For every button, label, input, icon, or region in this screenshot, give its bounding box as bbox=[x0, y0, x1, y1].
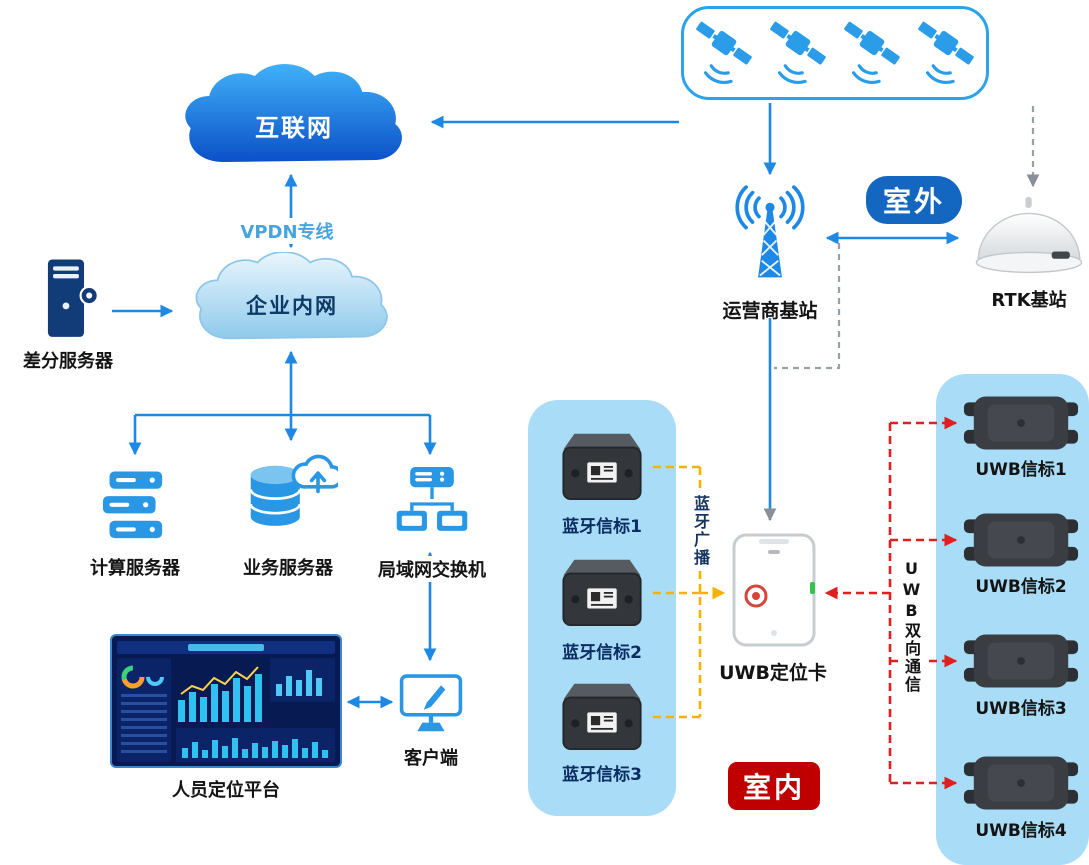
uwb-beacon-label: UWB信标3 bbox=[975, 699, 1067, 719]
internet-label: 互联网 bbox=[255, 114, 333, 142]
client-label: 客户端 bbox=[404, 748, 458, 769]
bluetooth-broadcast-label: 蓝牙广播 bbox=[687, 492, 713, 570]
rtk-station-icon bbox=[970, 194, 1088, 280]
business-server-label: 业务服务器 bbox=[243, 558, 333, 579]
uwb-card-label: UWB定位卡 bbox=[719, 662, 827, 684]
uwb-beacon-icon bbox=[962, 630, 1080, 692]
vpdn-link-label: VPDN专线 bbox=[236, 218, 338, 244]
bluetooth-beacon-label: 蓝牙信标3 bbox=[562, 765, 642, 785]
platform-label: 人员定位平台 bbox=[172, 780, 280, 801]
business-server-icon bbox=[238, 446, 338, 544]
cloud-shape bbox=[195, 252, 388, 340]
cloud-shape bbox=[185, 64, 402, 162]
uwb-beacon-icon bbox=[962, 392, 1080, 454]
bluetooth-beacon-label: 蓝牙信标1 bbox=[562, 517, 642, 537]
satellite-icon bbox=[838, 13, 906, 93]
platform-dashboard-preview bbox=[110, 634, 342, 768]
client-monitor-icon bbox=[398, 666, 464, 742]
indoor-zone-badge: 室内 bbox=[728, 762, 820, 810]
satellite-icon bbox=[764, 13, 832, 93]
bluetooth-beacon-icon bbox=[556, 550, 648, 634]
intranet-label: 企业内网 bbox=[246, 294, 338, 318]
dashed-rtk-elbow bbox=[774, 243, 841, 370]
bluetooth-beacon-label: 蓝牙信标2 bbox=[562, 643, 642, 663]
uwb-beacon-label: UWB信标4 bbox=[975, 821, 1067, 841]
uwb-two-way-label: UWB双向通信 bbox=[898, 556, 924, 697]
differential-server-label: 差分服务器 bbox=[23, 351, 113, 372]
lan-switch-label: 局域网交换机 bbox=[374, 556, 490, 582]
uwb-beacon-label: UWB信标1 bbox=[975, 460, 1067, 480]
uwb-card-icon bbox=[729, 530, 819, 650]
internet-cloud: 互联网 bbox=[170, 64, 418, 174]
operator-base-station-icon bbox=[724, 180, 816, 290]
compute-server-icon bbox=[98, 462, 172, 550]
uwb-beacon-icon bbox=[962, 509, 1080, 571]
outdoor-zone-badge: 室外 bbox=[866, 176, 962, 224]
compute-server-label: 计算服务器 bbox=[90, 558, 180, 579]
differential-server-icon bbox=[36, 256, 108, 342]
satellite-icon bbox=[690, 13, 758, 93]
intranet-cloud: 企业内网 bbox=[183, 252, 401, 349]
satellite-icon bbox=[912, 13, 980, 93]
lan-switch-icon bbox=[390, 460, 474, 548]
bluetooth-beacon-icon bbox=[556, 674, 648, 758]
operator-base-station-label: 运营商基站 bbox=[722, 300, 818, 322]
bluetooth-beacon-icon bbox=[556, 424, 648, 508]
satellite-group-box bbox=[681, 6, 989, 100]
rtk-station-label: RTK基站 bbox=[991, 290, 1067, 311]
uwb-beacon-label: UWB信标2 bbox=[975, 577, 1067, 597]
uwb-beacon-icon bbox=[962, 752, 1080, 814]
